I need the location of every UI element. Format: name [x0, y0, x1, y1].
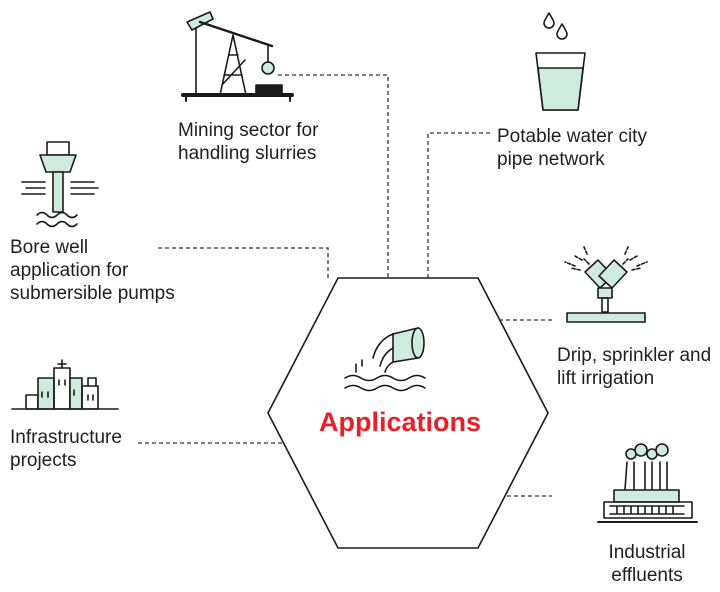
node-label-line: Potable water city — [497, 126, 647, 147]
node-label-mining: Mining sector for handling slurries — [178, 119, 318, 165]
oil-pump-jack-icon — [181, 11, 294, 102]
pipe-outflow-icon — [344, 326, 426, 392]
node-label-line: handling slurries — [178, 143, 317, 164]
node-label-potable: Potable water city pipe network — [497, 125, 647, 171]
sprinkler-icon — [564, 246, 648, 323]
city-buildings-icon — [11, 359, 119, 410]
node-label-borewell: Bore well application for submersible pu… — [10, 236, 175, 305]
node-label-line: Bore well — [10, 237, 89, 258]
center-title: Applications — [318, 407, 481, 437]
connector-borewell — [158, 247, 329, 278]
node-label-line: Industrial — [608, 542, 686, 563]
node-label-line: Drip, sprinkler and — [557, 345, 712, 366]
submersible-pump-icon — [21, 141, 99, 228]
node-label-line: effluents — [611, 565, 683, 586]
connector-mining — [278, 74, 389, 278]
node-label-line: submersible pumps — [10, 283, 175, 304]
node-label-line: pipe network — [497, 149, 605, 170]
node-label-industrial: Industrial effluents — [598, 541, 696, 587]
node-label-line: application for — [10, 260, 129, 281]
node-label-line: Mining sector for — [178, 120, 319, 141]
center-hexagon — [267, 277, 549, 549]
node-label-line: lift irrigation — [557, 368, 655, 389]
node-label-drip: Drip, sprinkler and lift irrigation — [557, 344, 711, 390]
node-label-infra: Infrastructure projects — [10, 426, 122, 472]
factory-icon — [597, 443, 698, 523]
water-glass-icon — [535, 12, 586, 111]
node-label-line: projects — [10, 450, 77, 471]
node-label-line: Infrastructure — [10, 427, 122, 448]
connector-potable — [427, 132, 490, 278]
